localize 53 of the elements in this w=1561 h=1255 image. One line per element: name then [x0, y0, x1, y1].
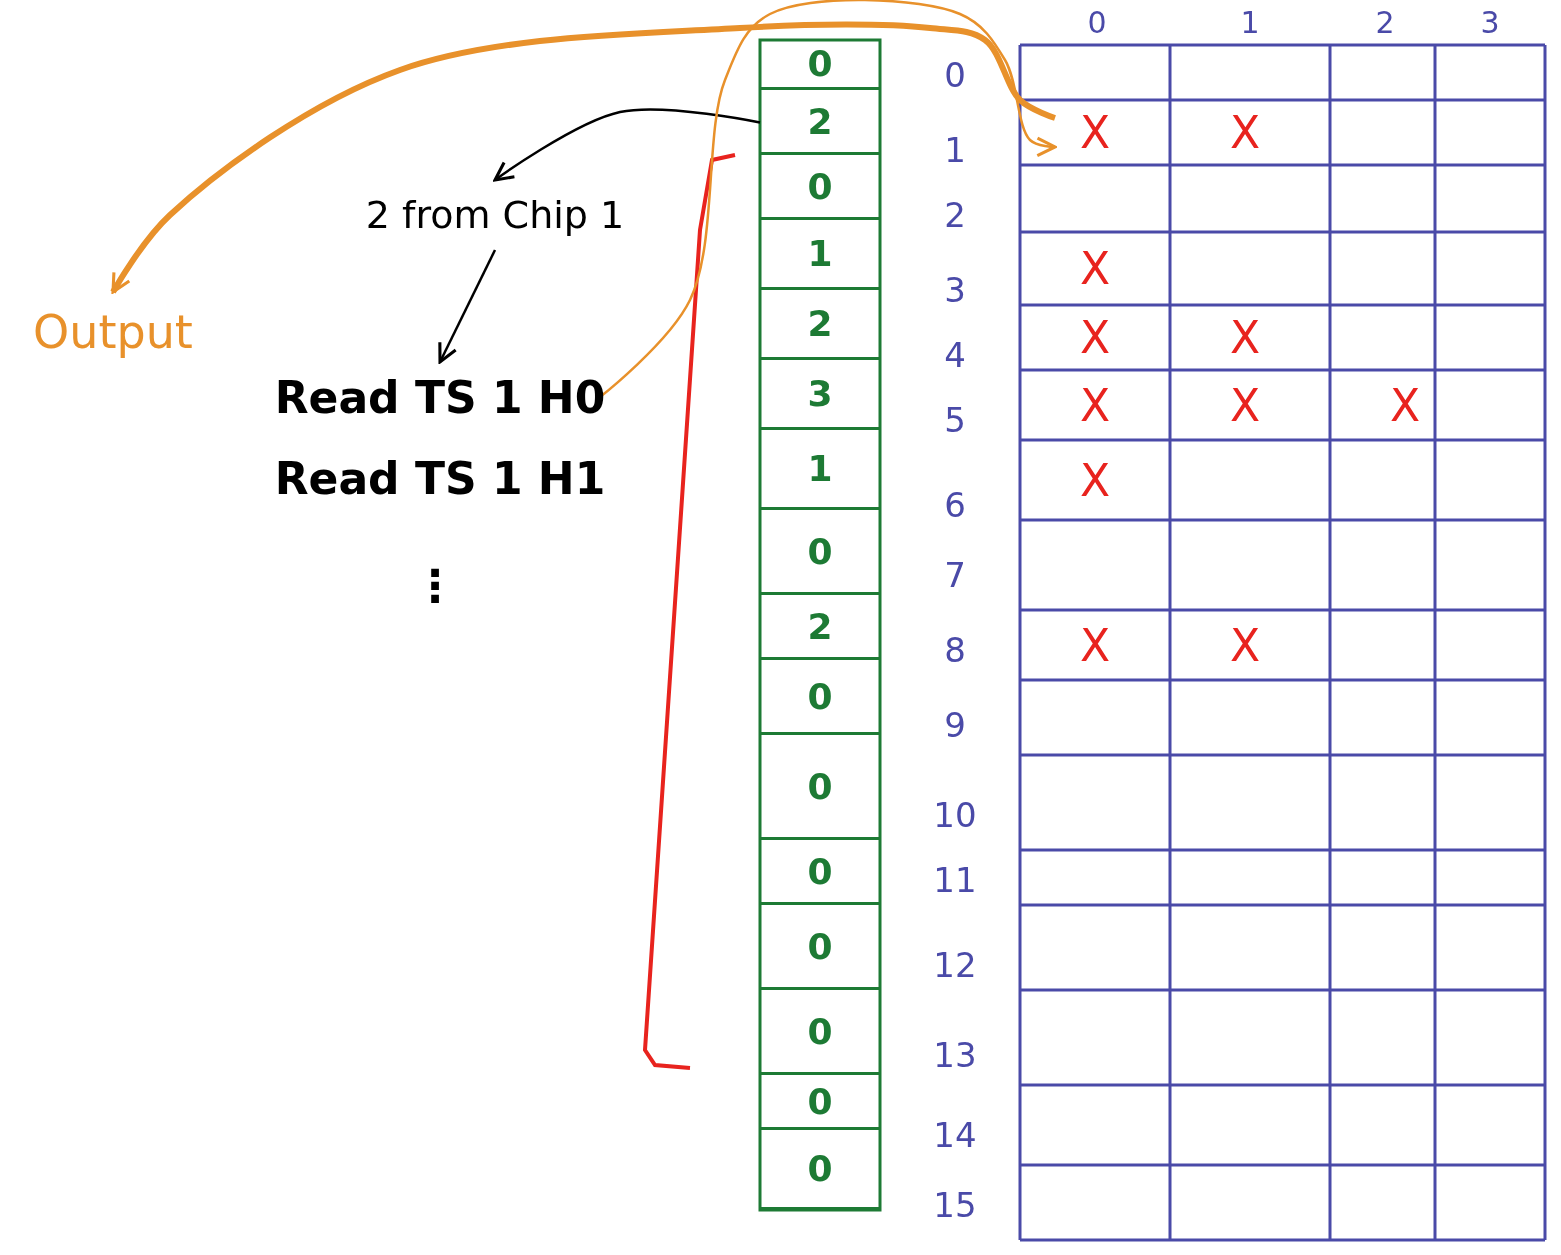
row-index: 8 — [943, 629, 967, 672]
table-cell: 0 — [760, 1130, 880, 1210]
row-index: 13 — [932, 1034, 978, 1077]
table-cell: 2 — [760, 90, 880, 155]
row-index: 4 — [943, 334, 967, 377]
cross-mark: X — [1205, 313, 1285, 362]
row-index: 2 — [943, 194, 967, 237]
table-cell: 0 — [760, 155, 880, 220]
column-index: 1 — [1239, 3, 1261, 42]
column-index: 3 — [1479, 3, 1501, 42]
row-index: 12 — [932, 944, 978, 987]
cross-mark: X — [1205, 108, 1285, 157]
table-cell: 0 — [760, 510, 880, 595]
cross-mark: X — [1055, 313, 1135, 362]
cross-mark: X — [1365, 378, 1445, 432]
table-cell: 0 — [760, 990, 880, 1075]
table-cell: 0 — [760, 905, 880, 990]
cross-mark: X — [1055, 448, 1135, 512]
arrow — [493, 108, 761, 182]
row-index: 3 — [943, 269, 967, 312]
row-index: 11 — [932, 859, 978, 902]
arrow — [438, 249, 497, 364]
row-index: 9 — [943, 704, 967, 747]
table-cell: 0 — [760, 735, 880, 840]
row-index: 1 — [943, 129, 967, 172]
note-text: 2 from Chip 1 — [365, 180, 625, 250]
cross-mark: X — [1055, 378, 1135, 432]
row-index: 10 — [932, 794, 978, 837]
table-cell: 1 — [760, 430, 880, 510]
ellipsis-text: ⋮ — [415, 558, 455, 613]
table-cell: 0 — [760, 40, 880, 90]
row-index: 5 — [943, 399, 967, 442]
row-index: 7 — [943, 554, 967, 597]
row-index: 14 — [932, 1114, 978, 1157]
cross-mark: X — [1205, 378, 1285, 432]
output-text: Output — [8, 292, 218, 372]
table-cell: 0 — [760, 660, 880, 735]
table-cell: 2 — [760, 595, 880, 660]
column-index: 2 — [1374, 3, 1396, 42]
arrow — [110, 21, 1057, 294]
cross-mark: X — [1055, 240, 1135, 297]
table-cell: 2 — [760, 290, 880, 360]
table-cell: 3 — [760, 360, 880, 430]
row-index: 0 — [943, 54, 967, 97]
table-cell: 0 — [760, 1075, 880, 1130]
table-cell: 1 — [760, 220, 880, 290]
column-index: 0 — [1086, 3, 1108, 42]
table-cell: 0 — [760, 840, 880, 905]
cross-mark: X — [1205, 618, 1285, 672]
row-index: 15 — [932, 1184, 978, 1227]
cross-mark: X — [1055, 618, 1135, 672]
row-index: 6 — [943, 484, 967, 527]
cross-mark: X — [1055, 108, 1135, 157]
